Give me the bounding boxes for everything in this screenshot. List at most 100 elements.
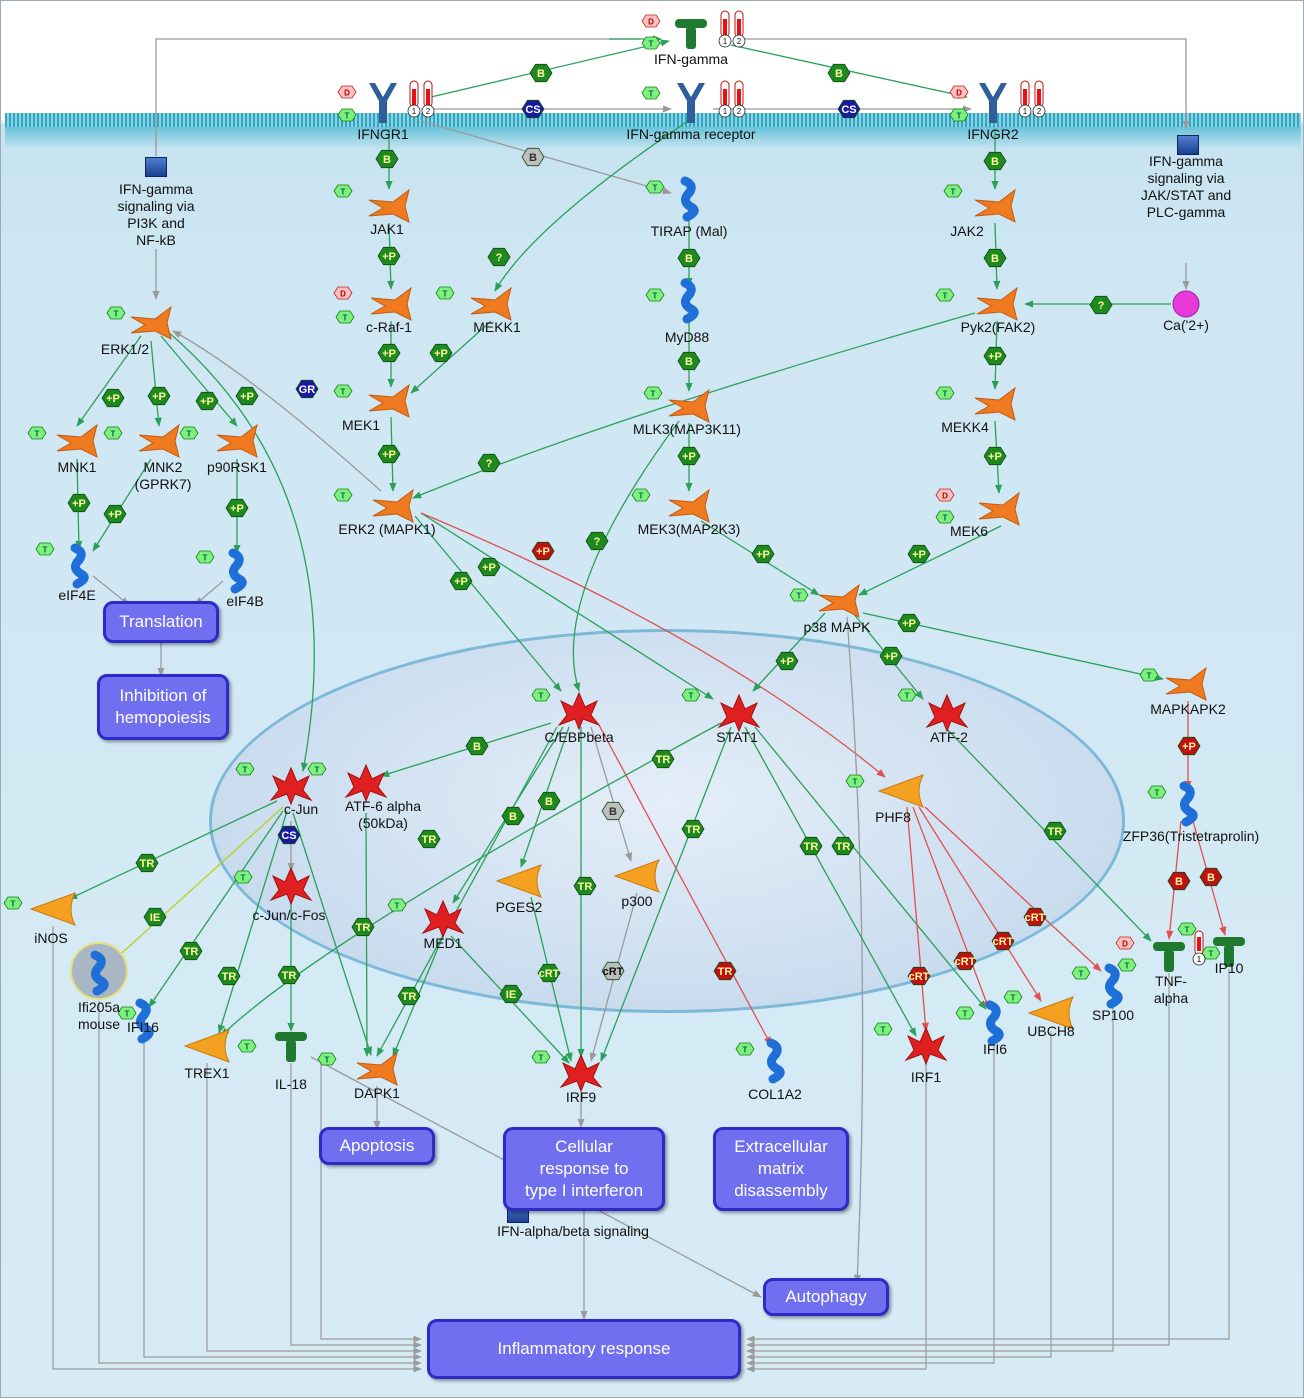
jak-stat-link-icon[interactable] [1177,135,1199,155]
target-badge-text: T [315,766,320,775]
target-badge-text: T [1147,672,1152,681]
il18-node-stem [286,1040,296,1062]
edge-label-transcription [277,965,301,985]
edge-label-binding-text: B [685,356,693,368]
edge-label-binding-text: B [1207,872,1215,884]
sp100-node [1104,963,1123,1009]
target-badge-text: T [689,692,694,701]
target-badge-text: T [649,40,654,49]
edge-label-phospho-text: +P [884,651,898,663]
ifn-pi3k-label: IFN-gamma signaling via PI3K and NF-kB [117,181,195,248]
receptor-bars-dot [718,104,732,118]
craf1-label: c-Raf-1 [366,319,412,335]
target-badge [337,108,357,122]
ifi16-node [135,998,154,1044]
target-badge [949,108,969,122]
target-badge [35,542,55,556]
edge-label-phospho-text: +P [106,393,120,405]
unspecified-edge [590,726,633,862]
edge-label-phospho [897,613,921,633]
zfp36-label: ZFP36(Tristetraprolin) [1122,828,1260,844]
atf2-node [925,693,969,733]
activation-edge [600,726,732,1062]
activation-edge [160,335,238,427]
mek3-node [668,488,710,523]
inhibition-process[interactable]: Inhibition of hemopoiesis [97,674,229,740]
target-badge [1003,990,1023,1004]
irf1-label: IRF1 [910,1069,942,1085]
inflammatory-process[interactable]: Inflammatory response [427,1319,741,1379]
edge-label-phospho-text: +P [988,351,1002,363]
inhibition-edge [918,806,1042,1002]
stat1-node [717,693,761,733]
receptor-bars-num: 2 [737,107,742,116]
target-badge [531,1050,551,1064]
ifi205-node [90,950,109,996]
target-badge [435,286,455,300]
mekk4-label: MEKK4 [941,419,989,435]
edge-label-transcription-text: TR [1048,826,1063,838]
mekk4-node [974,386,1016,421]
target-badge-text: T [114,310,119,319]
target-badge [179,426,199,440]
target-badge-text: T [1011,994,1016,1003]
activation-edge [410,320,492,394]
edge-label-phospho [67,493,91,513]
autophagy-process[interactable]: Autophagy [763,1278,889,1316]
edge-label-binding [983,248,1007,268]
edge-label-binding [983,151,1007,171]
edge-label-binding [1167,871,1191,891]
ifngr1-label: IFNGR1 [357,126,409,142]
edge-label-complex-text: CS [841,104,856,116]
ifi6-label: IFI6 [982,1041,1008,1057]
p90rsk1-label: p90RSK1 [207,459,267,475]
target-badge-text: T [341,188,346,197]
edge-label-crt [601,961,625,981]
drug-badge-text: D [956,89,962,98]
target-badge-text: T [245,1043,250,1052]
ifngr2-bars-num: 1 [1023,107,1028,116]
target-badge [1071,966,1091,980]
mek1-node [368,383,410,418]
edge-label-transcription [417,829,441,849]
target-badge-text: T [395,902,400,911]
edge-label-phospho-text: +P [382,449,396,461]
eif4b-node [228,548,247,594]
edge-label-phospho [531,541,555,561]
edge-label-phospho [677,446,701,466]
ca-node [1172,290,1200,318]
receptor-bars-dot [732,104,746,118]
pyk2-node [976,286,1018,321]
ifngr1-bars-dot [421,104,435,118]
ip10-node [1213,937,1245,946]
edge-label-phospho-text: +P [454,576,468,588]
edge-label-complex [837,99,861,119]
inos-node [29,892,77,926]
target-badge-text: T [125,1010,130,1019]
cellular-response-process[interactable]: Cellular response to type I interferon [503,1127,665,1211]
mapkapk2-node [1165,666,1207,701]
edge-label-phospho [879,646,903,666]
edge-label-crt-text: cRT [603,966,624,978]
edge-label-phospho-text: +P [240,391,254,403]
ifi6-node [985,1000,1004,1046]
ifngr1-node [369,83,397,123]
target-badge-text: T [341,388,346,397]
apoptosis-process[interactable]: Apoptosis [319,1127,435,1165]
target-badge [645,288,665,302]
ifn-gamma-label: IFN-gamma [654,51,728,67]
dapk1-label: DAPK1 [354,1085,400,1101]
activation-edge [858,525,1002,596]
drug-badge [935,488,955,502]
ubch8-node [1027,996,1075,1030]
target-badge-text: T [187,430,192,439]
il18-node [275,1032,307,1041]
edge-label-phospho [101,388,125,408]
edge-label-crt [537,963,561,983]
pi3k-link-icon[interactable] [145,157,167,177]
translation-process[interactable]: Translation [103,601,219,643]
ecm-process[interactable]: Extracellular matrix disassembly [713,1127,849,1211]
edge-label-binding-text: B [685,253,693,265]
atf6-node [344,763,388,803]
